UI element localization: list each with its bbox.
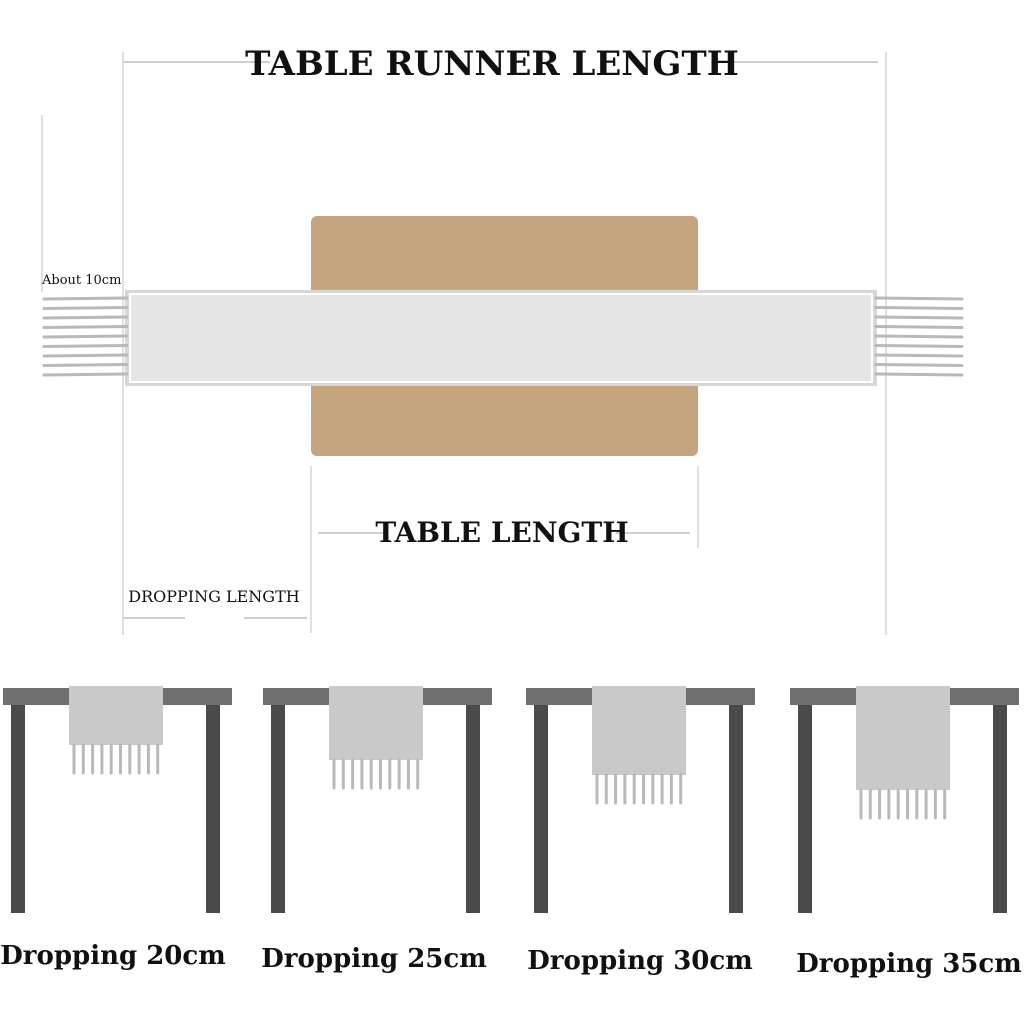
fringe-tassel <box>874 372 964 377</box>
fringe-tassel <box>42 334 129 339</box>
example-caption: Dropping 30cm <box>527 946 752 976</box>
fringe-tassel <box>874 344 964 348</box>
fringe-tassel <box>42 353 129 358</box>
dropping-example: Dropping 30cm <box>526 686 755 976</box>
example-table-leg <box>798 705 812 913</box>
example-table-leg <box>466 705 480 913</box>
example-table-leg <box>993 705 1007 913</box>
fringe-tassel <box>42 344 129 348</box>
runner-body <box>129 293 873 383</box>
fringe-tassel <box>874 363 964 367</box>
fringe-label: About 10cm <box>41 273 121 288</box>
fringe-tassel <box>874 315 964 320</box>
fringe-tassel <box>874 334 964 339</box>
fringe-tassel <box>874 306 964 310</box>
example-table-leg <box>206 705 220 913</box>
fringe-tassel <box>42 306 129 310</box>
example-table-leg <box>729 705 743 913</box>
example-caption: Dropping 25cm <box>261 944 486 974</box>
example-runner-drop <box>592 686 686 775</box>
dropping-example: Dropping 35cm <box>790 686 1022 979</box>
dropping-length-dimension: DROPPING LENGTH <box>123 587 307 619</box>
fringe-tassel <box>874 353 964 358</box>
diagram-title: TABLE RUNNER LENGTH <box>245 44 739 84</box>
example-runner-drop <box>69 686 163 745</box>
runner-fringe-right <box>874 296 964 377</box>
dropping-examples: Dropping 20cm Dropping 25cm Dropping 30cm D… <box>0 686 1022 979</box>
fringe-tassel <box>42 372 129 377</box>
fringe-tassel <box>42 363 129 367</box>
example-table-leg <box>11 705 25 913</box>
example-runner-drop <box>329 686 423 760</box>
runner-fringe-left <box>42 296 129 377</box>
dropping-example: Dropping 20cm <box>0 686 232 971</box>
fringe-tassel <box>42 325 129 329</box>
fringe-tassel <box>874 296 964 301</box>
table-length-label: TABLE LENGTH <box>375 516 628 549</box>
table-runner <box>42 290 964 386</box>
example-table-leg <box>271 705 285 913</box>
example-caption: Dropping 20cm <box>0 941 225 971</box>
fringe-dimension: About 10cm <box>41 115 121 292</box>
fringe-tassel <box>42 296 129 301</box>
example-runner-drop <box>856 686 950 790</box>
example-caption: Dropping 35cm <box>796 949 1021 979</box>
fringe-tassel <box>42 315 129 320</box>
fringe-tassel <box>874 325 964 329</box>
dropping-example: Dropping 25cm <box>261 686 492 974</box>
dropping-length-label: DROPPING LENGTH <box>128 587 299 606</box>
runner-length-dimension: TABLE RUNNER LENGTH <box>122 44 887 635</box>
table-length-dimension: TABLE LENGTH <box>310 466 699 633</box>
example-table-leg <box>534 705 548 913</box>
